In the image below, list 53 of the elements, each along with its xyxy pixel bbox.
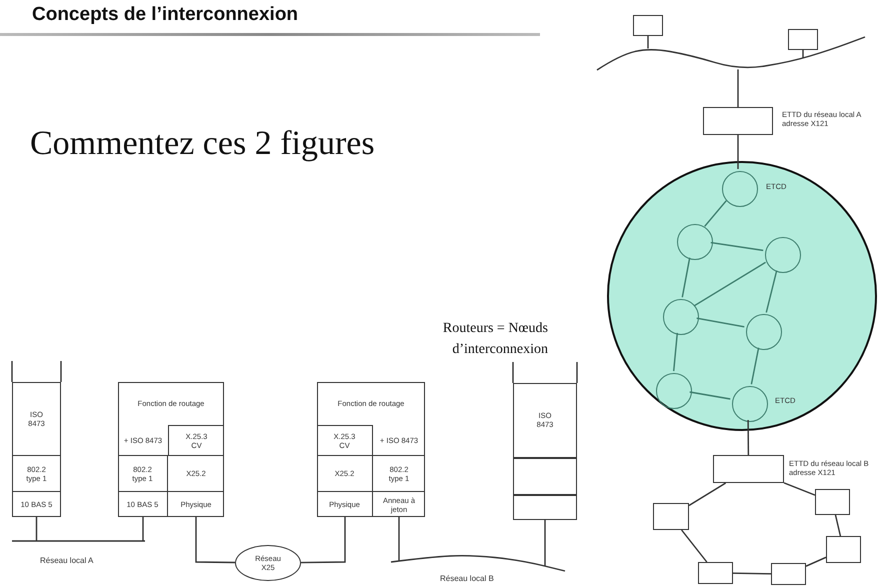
- instruction-text: Commentez ces 2 figures: [30, 125, 375, 163]
- annotation-text: Routeurs = Nœuds d’interconnexion: [442, 320, 548, 359]
- router-node: [663, 299, 699, 335]
- station-box: [653, 503, 689, 530]
- connection-line: [673, 332, 678, 372]
- connection-line: [784, 482, 816, 496]
- station-box: [698, 562, 733, 584]
- network-bus: [596, 35, 866, 72]
- router-node: [656, 373, 692, 409]
- connection-line: [682, 258, 690, 298]
- network-label: Réseau local B: [440, 574, 494, 583]
- connection-line: [688, 482, 726, 506]
- connection-line: [802, 50, 804, 58]
- station-box: [788, 29, 818, 50]
- connection-line: [737, 135, 739, 169]
- protocol-stack: [118, 382, 224, 517]
- station-box: [713, 455, 784, 483]
- router-node: [765, 237, 801, 273]
- router-node: [677, 224, 713, 260]
- router-node: [746, 314, 782, 350]
- connection-line: [737, 69, 739, 107]
- connection-line: [36, 517, 38, 541]
- station-box: [815, 489, 850, 515]
- protocol-stack: [513, 383, 577, 520]
- connection-line: [694, 262, 766, 306]
- connection-line: [647, 36, 649, 48]
- connection-line: [750, 348, 760, 384]
- connection-line: [806, 556, 826, 567]
- protocol-stack: [317, 382, 425, 517]
- connection-line: [690, 391, 730, 400]
- station-box: [826, 536, 861, 563]
- slide-title: Concepts de l’interconnexion: [32, 4, 298, 26]
- station-box: [771, 563, 806, 585]
- connection-line: [834, 514, 842, 536]
- network-label: Réseau local A: [40, 556, 94, 565]
- connection-line: [704, 200, 727, 227]
- protocol-stack: [12, 382, 61, 517]
- connection-line: [732, 572, 772, 574]
- connection-line: [195, 517, 235, 564]
- connection-line: [398, 517, 400, 561]
- router-node: [732, 386, 768, 422]
- connection-line: [301, 517, 346, 564]
- station-box: [633, 15, 663, 36]
- station-box: [703, 107, 773, 135]
- connection-line: [681, 530, 708, 562]
- connection-line: [766, 270, 778, 313]
- connection-line: [747, 420, 750, 455]
- connection-line: [696, 318, 744, 328]
- connection-line: [544, 520, 546, 566]
- router-node: [722, 171, 758, 207]
- protocol-layer: [513, 458, 577, 495]
- connection-line: [710, 242, 764, 252]
- connection-line: [142, 517, 144, 541]
